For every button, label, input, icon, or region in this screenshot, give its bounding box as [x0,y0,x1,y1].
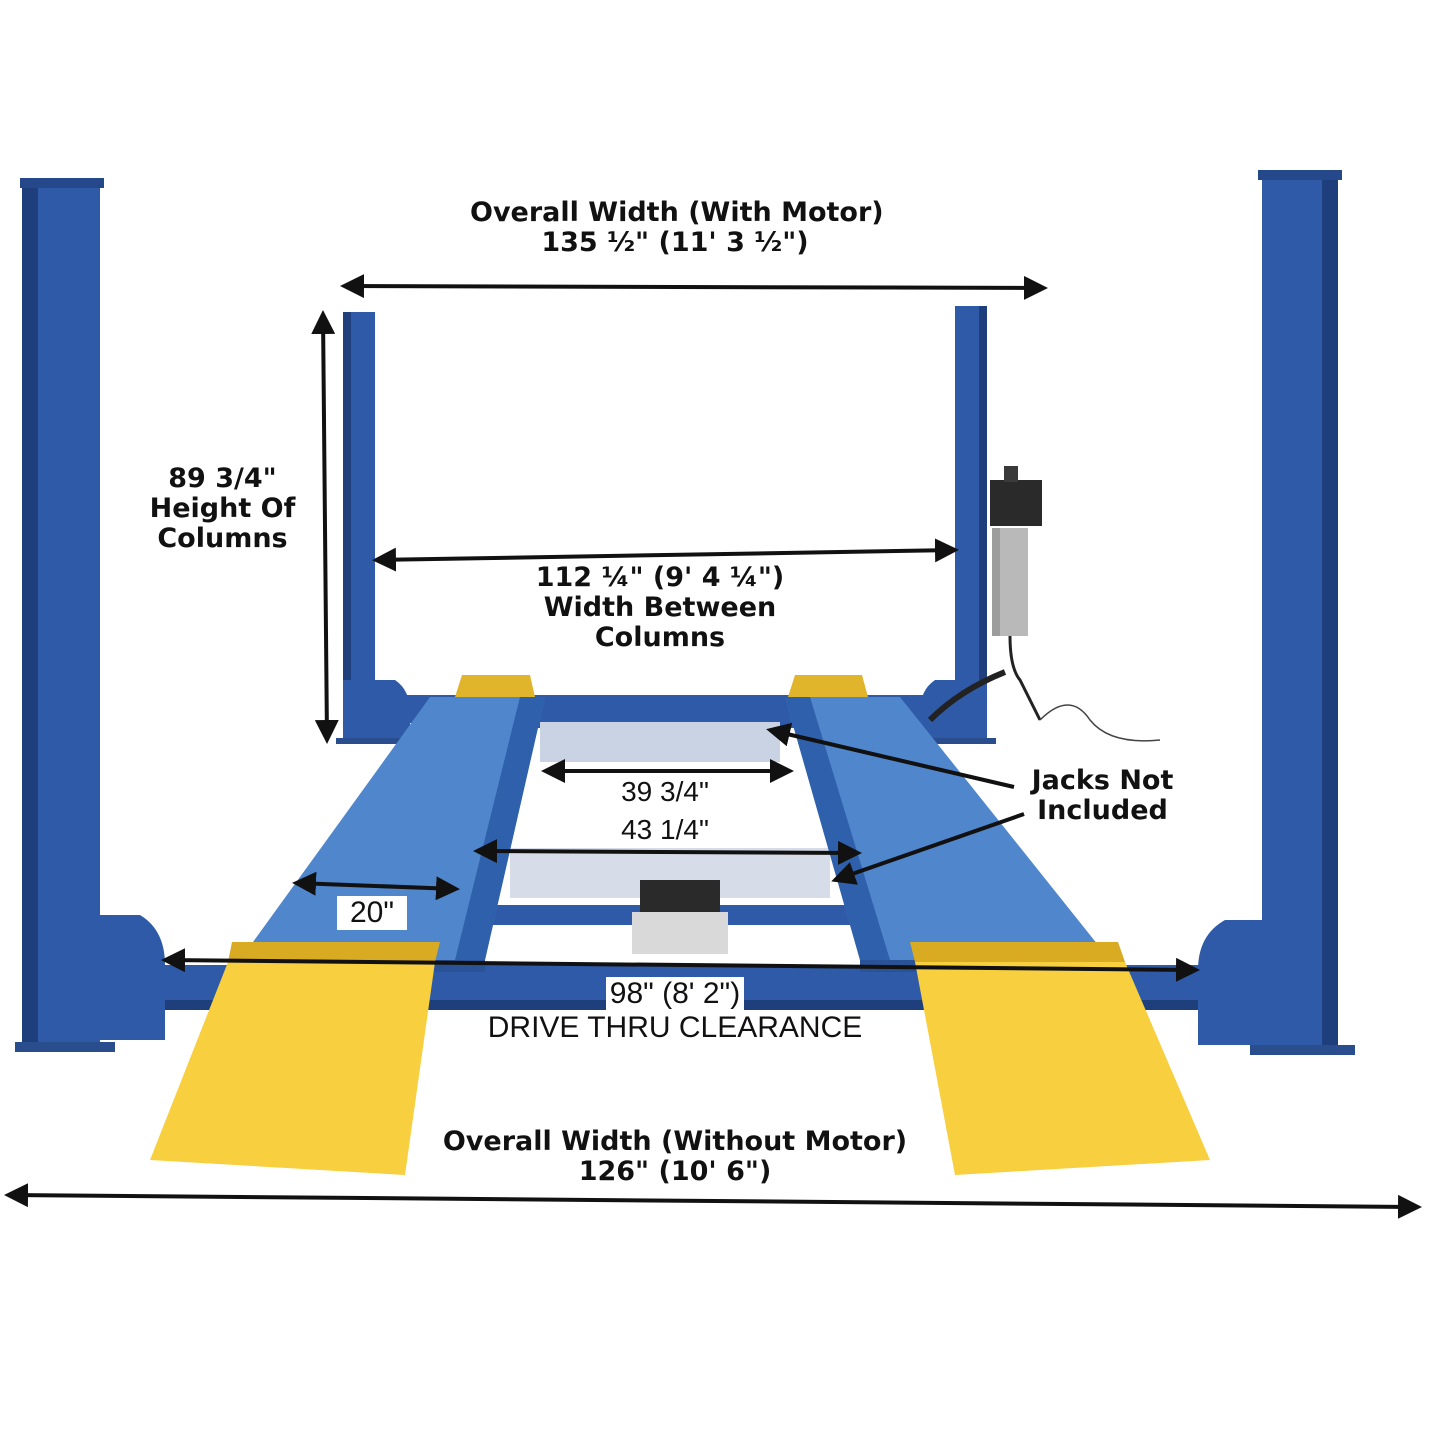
back-left-column [336,312,418,744]
overall-width-motor-value: 135 ½" (11' 3 ½") [541,227,809,259]
runway-width-label: 20" [337,896,407,930]
overall-width-no-motor-title: Overall Width (Without Motor) [442,1126,908,1157]
jacks-line2: Included [1037,795,1168,827]
inner-43-label: 43 1/4" [621,814,709,845]
width-between-columns-line1: Width Between [543,592,777,624]
dimension-arrows [4,274,1422,1219]
back-right-column [912,306,996,744]
overall-width-motor-title: Overall Width (With Motor) [470,197,884,228]
width-between-columns-label: 112 ¼" (9' 4 ¼") Width Between Columns [485,562,835,654]
inner-43-arrow [473,839,862,865]
column-height-value: 89 3/4" [168,463,277,494]
hydraulic-power-unit-icon [927,466,1161,742]
front-right-column [1198,170,1355,1055]
drive-thru-caption: DRIVE THRU CLEARANCE [470,1010,880,1045]
back-left-ramp [455,675,535,697]
overall-width-no-motor-value: 126" (10' 6") [578,1156,772,1188]
width-between-columns-line2: Columns [594,622,726,654]
column-height-line2: Columns [157,523,288,555]
column-height-arrow [311,310,339,744]
width-between-columns-arrow [372,538,959,572]
column-height-line1: Height Of [149,493,296,525]
overall-width-motor-arrow [340,274,1048,300]
runway-width-arrow [292,871,460,901]
back-right-ramp [788,675,868,697]
overall-width-motor-label: Overall Width (With Motor) 135 ½" (11' 3… [470,197,884,259]
jacks-pointer-lower [831,812,1025,885]
column-height-label: 89 3/4" Height Of Columns [140,463,305,555]
overall-width-no-motor-arrow [4,1183,1422,1219]
jacks-label: Jacks Not Included [1020,765,1185,827]
drive-thru-label: 98" (8' 2") DRIVE THRU CLEARANCE [470,977,880,1045]
drive-thru-arrow [161,948,1200,982]
drive-thru-value: 98" (8' 2") [605,977,745,1011]
front-left-column [15,178,165,1052]
inner-39-label: 39 3/4" [621,776,709,807]
width-between-columns-value: 112 ¼" (9' 4 ¼") [535,562,785,593]
jacks-line1: Jacks Not [1031,765,1174,796]
overall-width-no-motor-label: Overall Width (Without Motor) 126" (10' … [430,1126,920,1188]
jacks-pointer-upper [766,722,1015,789]
